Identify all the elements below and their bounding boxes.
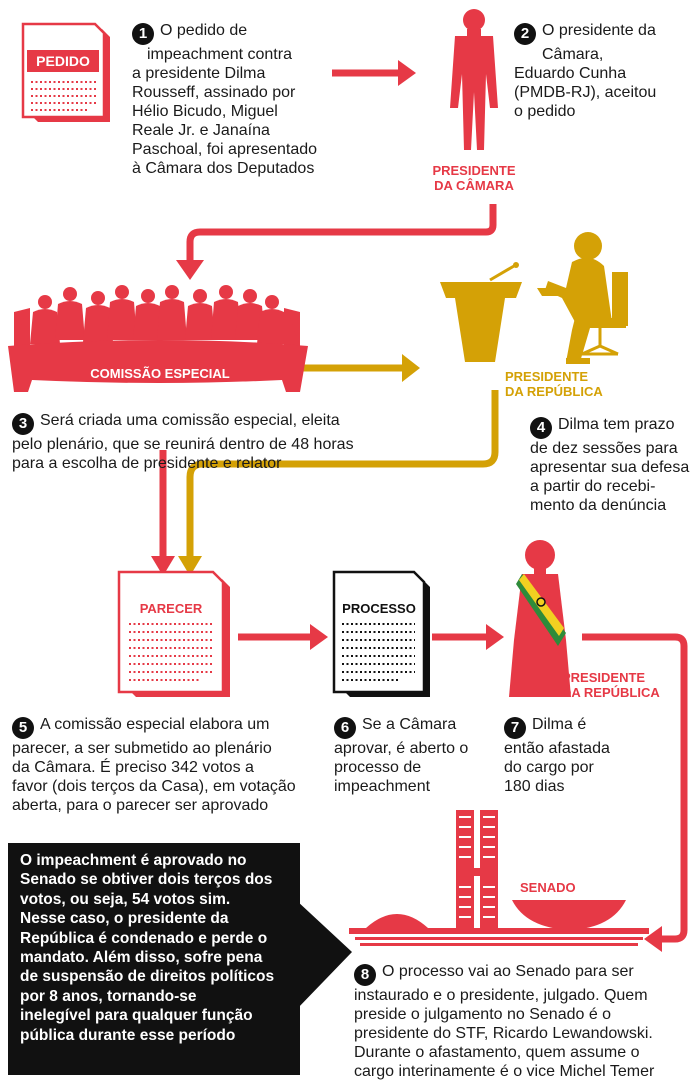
note-pointer [296,900,352,1010]
arrow-parecer-to-processo [238,624,328,650]
senate-approval-note: O impeachment é aprovado no Senado se ob… [8,843,300,1075]
step-8-badge: 8 [354,964,376,986]
presidente-camara-figure-icon [450,9,498,150]
arrow-pedido-to-presidente-camara [332,60,416,86]
arrow-presidente-republica-to-parecer [178,390,499,576]
step-2-badge: 2 [514,23,536,45]
presidente-camara-label: PRESIDENTE DA CÂMARA [432,163,516,193]
step-1-badge: 1 [132,23,154,45]
comissao-especial-icon [8,285,308,392]
arrow-presidente-to-senado [582,633,688,952]
arrow-comissao-to-presidente-republica [300,354,420,382]
presidente-republica-label-2: PRESIDENTE DA REPÚBLICA [562,670,660,700]
step-7-badge: 7 [504,717,526,739]
parecer-label: PARECER [139,601,203,616]
comissao-especial-label: COMISSÃO ESPECIAL [90,366,230,381]
seated-member [30,295,60,344]
step-3-badge: 3 [12,413,34,435]
pedido-label: PEDIDO [36,53,90,69]
pedido-document-icon [21,22,110,122]
step-6-badge: 6 [334,717,356,739]
arrow-processo-to-presidente [432,624,504,650]
arrow-step3-to-parecer [151,450,175,576]
arrow-presidente-camara-to-comissao [176,204,497,280]
processo-document-icon [332,570,430,697]
processo-label: PROCESSO [342,601,416,616]
presidente-republica-label-1: PRESIDENTE DA REPÚBLICA [505,369,603,399]
parecer-document-icon [117,570,230,697]
senado-building-icon [349,810,649,946]
step-4-badge: 4 [530,417,552,439]
presidente-sash-figure-icon [509,540,571,697]
step-5-badge: 5 [12,717,34,739]
presidente-republica-seated-icon [440,232,628,364]
senado-label: SENADO [520,880,576,895]
